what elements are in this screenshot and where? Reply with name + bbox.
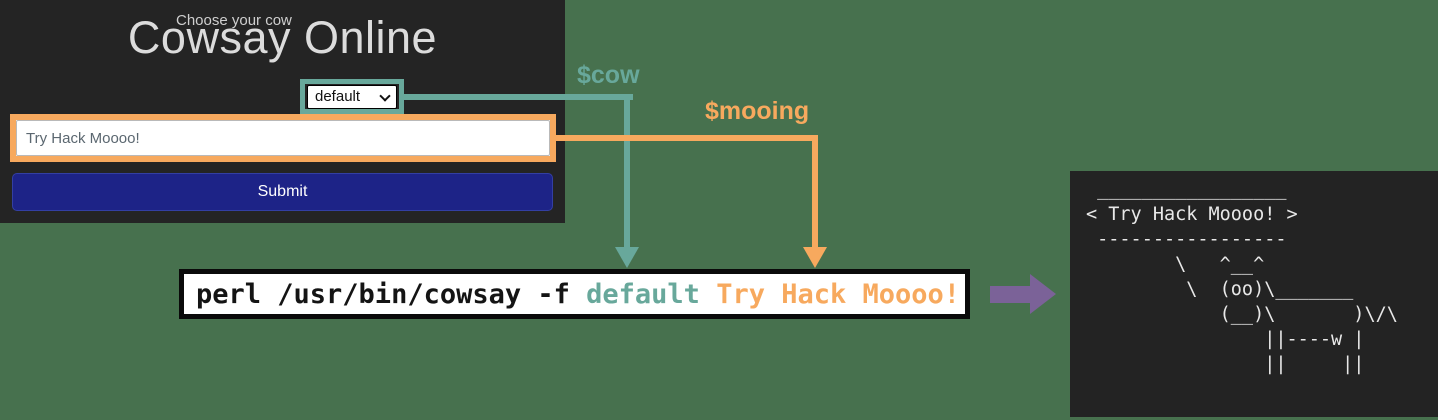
mooing-arrow-vertical — [812, 135, 818, 248]
cow-select[interactable]: default — [307, 84, 397, 109]
submit-button[interactable]: Submit — [12, 173, 553, 211]
mooing-arrow-horizontal — [556, 135, 818, 141]
cow-select-label: Choose your cow — [176, 12, 292, 29]
cow-arrow-vertical — [624, 94, 630, 248]
result-arrow-shaft — [990, 286, 1030, 303]
cow-arrowhead-icon — [615, 247, 639, 268]
mooing-variable-label: $mooing — [705, 97, 810, 125]
cow-select-wrap: default — [307, 84, 397, 109]
cow-variable-label: $cow — [577, 61, 640, 89]
mooing-input-highlight-box — [10, 114, 556, 162]
page-title: Cowsay Online — [127, 12, 438, 63]
arrow-right-icon — [1030, 274, 1056, 314]
mooing-arrowhead-icon — [803, 247, 827, 268]
command-separator — [700, 279, 716, 310]
mooing-input[interactable] — [16, 120, 550, 156]
cowsay-ascii-output: _________________ < Try Hack Moooo! > --… — [1086, 179, 1398, 375]
terminal-output-panel: _________________ < Try Hack Moooo! > --… — [1070, 171, 1438, 417]
command-mooing-argument: Try Hack Moooo! — [716, 278, 961, 310]
cowsay-form-panel: Cowsay Online Choose your cow default Su… — [0, 0, 565, 223]
command-box: perl /usr/bin/cowsay -f default Try Hack… — [179, 269, 970, 319]
cow-select-highlight-box: default — [300, 79, 404, 114]
command-cow-argument: default — [586, 278, 700, 310]
command-prefix: perl /usr/bin/cowsay -f — [196, 278, 587, 310]
cow-arrow-horizontal — [403, 94, 633, 100]
